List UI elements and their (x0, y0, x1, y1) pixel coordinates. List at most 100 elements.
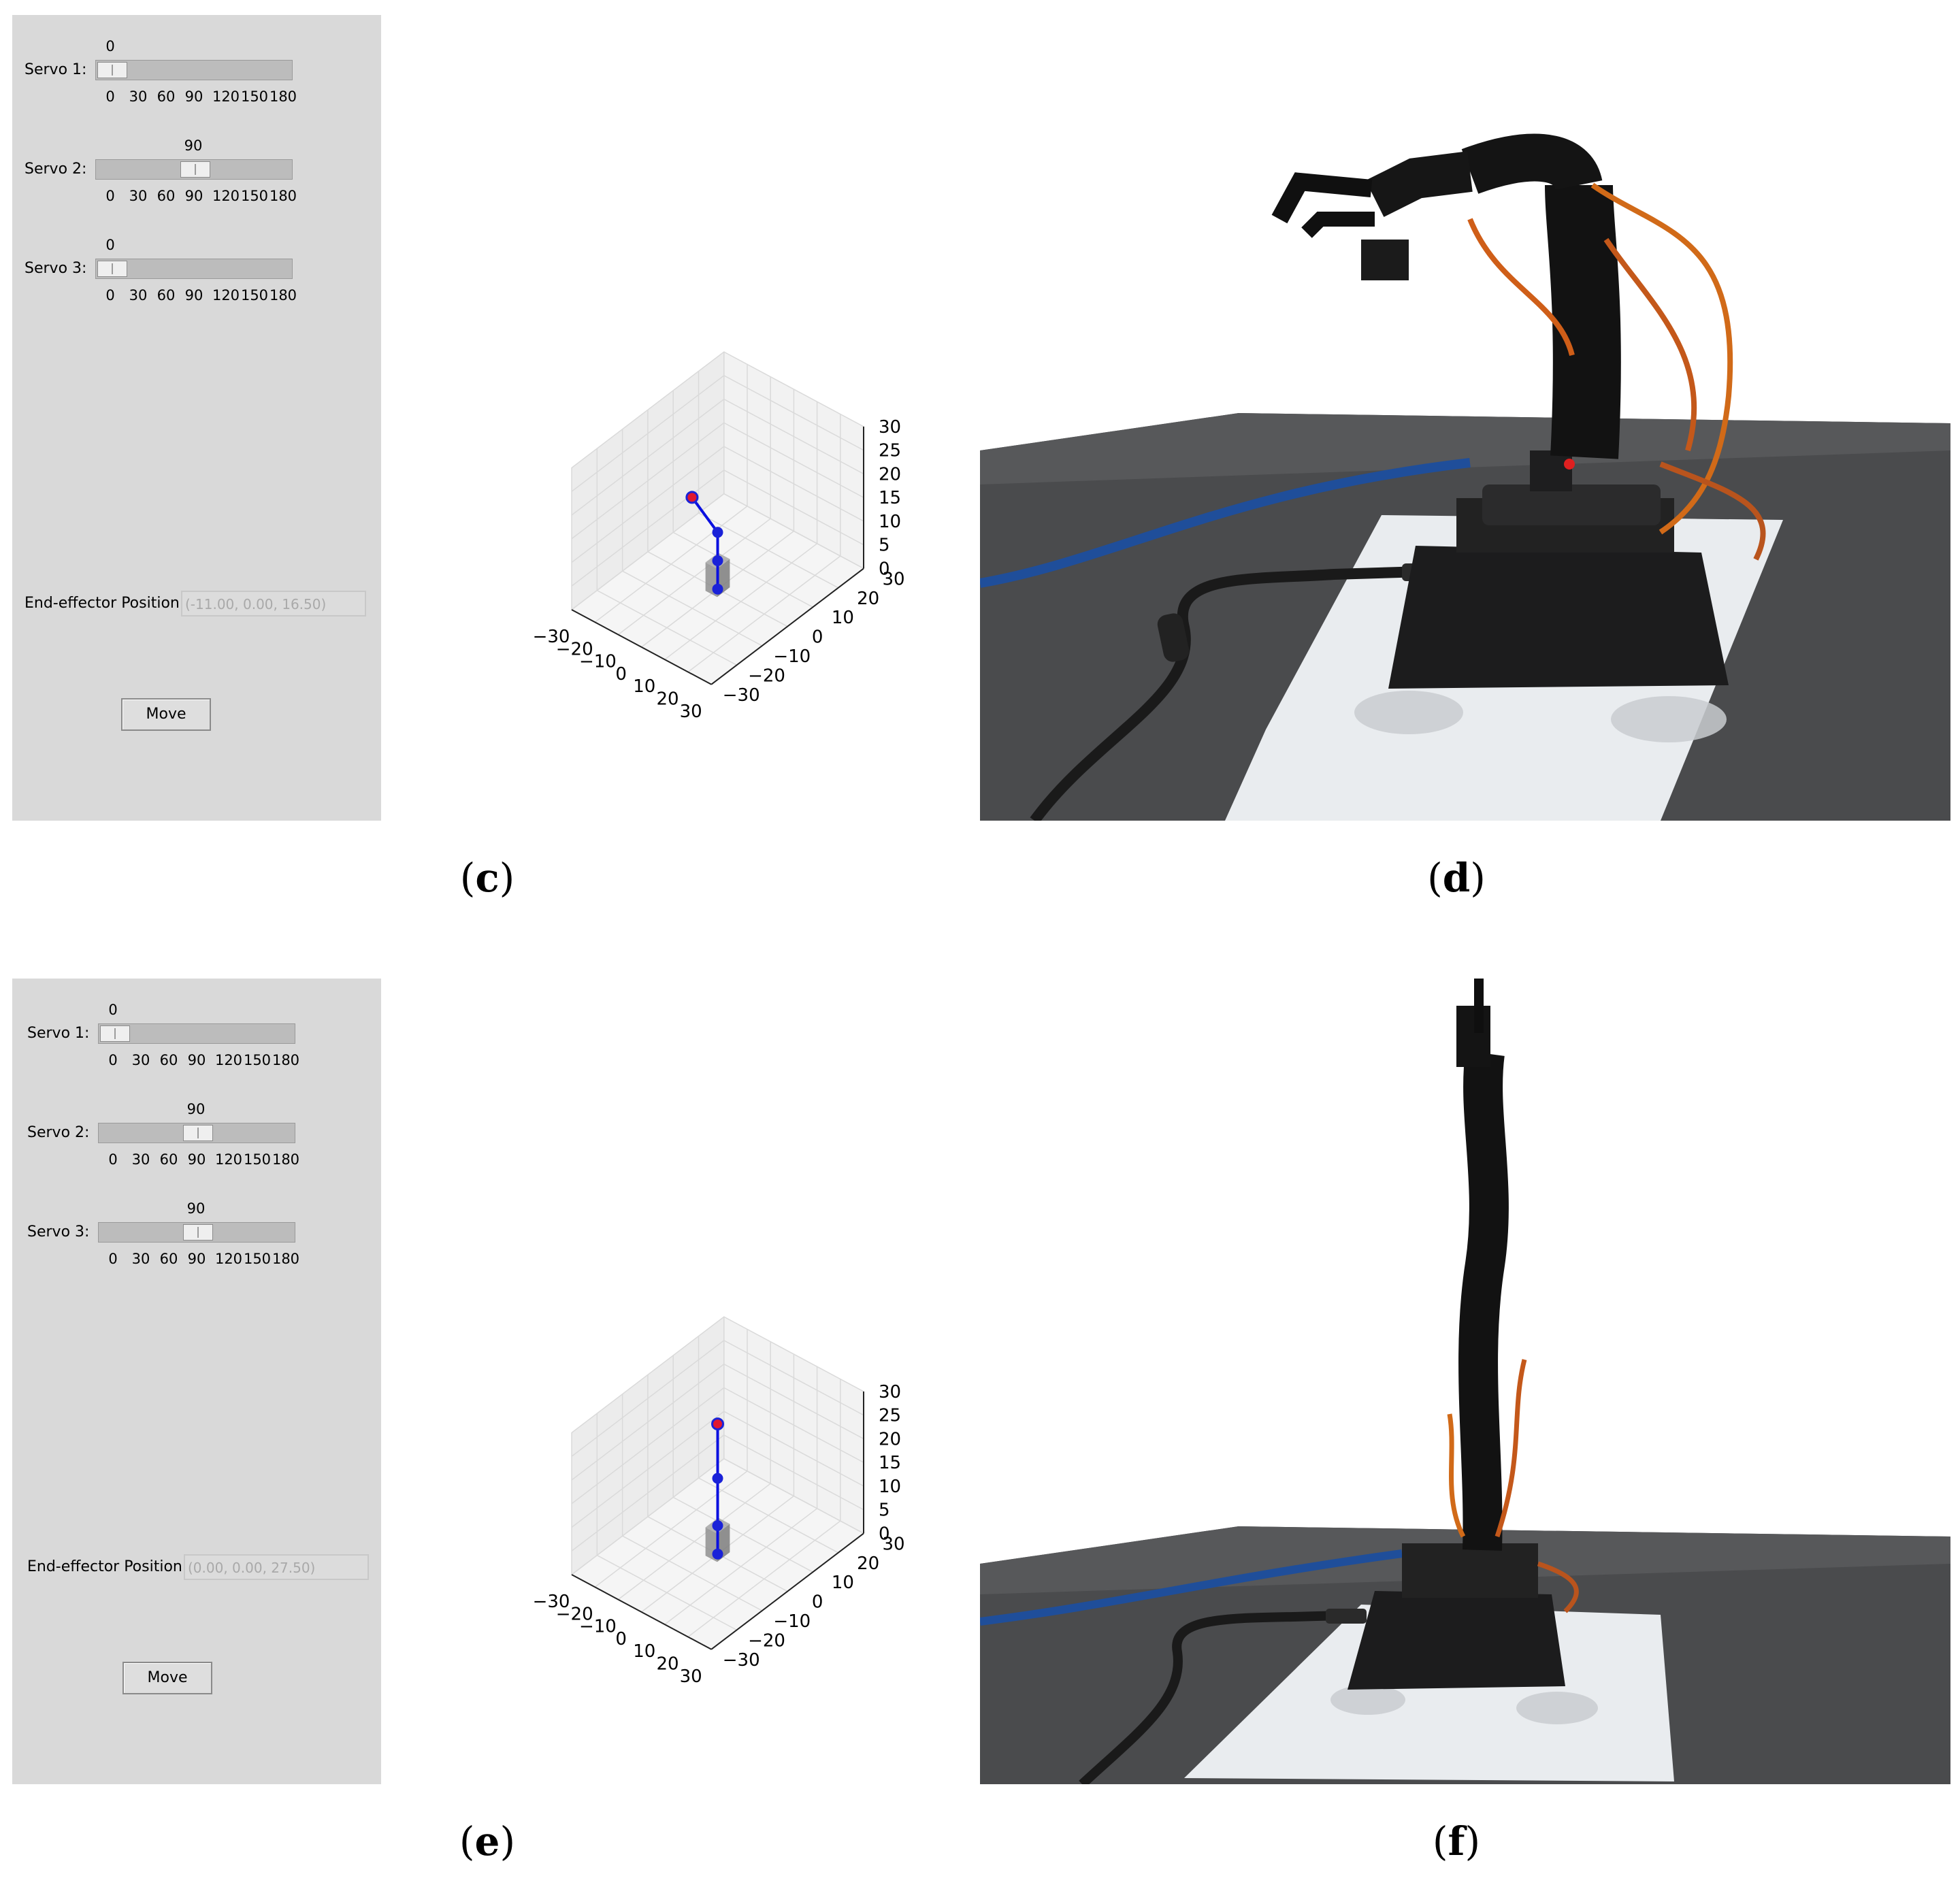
z-tick-label: 15 (879, 1453, 901, 1473)
x-axis-line (571, 1574, 712, 1650)
x-tick-label: 10 (633, 676, 655, 697)
z-tick-label: 0 (879, 559, 890, 579)
grid-line (571, 1387, 725, 1505)
grid-line (723, 1316, 864, 1392)
grid-line (698, 512, 839, 589)
caption-f: (f) (1432, 1818, 1481, 1865)
end-effector-point (685, 491, 699, 504)
x-tick-label: 20 (656, 689, 679, 710)
tick-label: 180 (272, 1052, 300, 1068)
servo-2-slider-thumb[interactable] (183, 1125, 213, 1141)
servo-3-slider[interactable] (98, 1222, 295, 1243)
servo-2-value: 90 (186, 1101, 206, 1117)
tick-label: 60 (157, 88, 176, 105)
servo-2-slider-row: 90 Servo 2: 0 30 60 90 120 150 180 (12, 1078, 381, 1187)
servo-3-slider[interactable] (95, 259, 293, 279)
tick-label: 180 (269, 188, 297, 204)
tick-label: 90 (184, 88, 203, 105)
control-panel-2: 0 Servo 1: 0 30 60 90 120 150 180 90 Ser… (12, 979, 381, 1784)
servo-1-slider-thumb[interactable] (100, 1025, 130, 1042)
end-effector-position-field[interactable]: (-11.00, 0.00, 16.50) (181, 591, 366, 617)
grid-line (571, 351, 725, 469)
x-axis-line (571, 609, 712, 685)
arm-upper-link (1461, 133, 1603, 194)
y-axis-line (710, 568, 864, 685)
servo-1-slider-row: 0 Servo 1: 0 30 60 90 120 150 180 (12, 15, 381, 124)
servo-1-slider[interactable] (98, 1023, 295, 1044)
joint-point (712, 1473, 723, 1484)
z-tick-label: 20 (879, 1429, 901, 1449)
servo-1-slider-thumb[interactable] (97, 62, 127, 78)
y-tick-label: −10 (773, 1611, 811, 1632)
end-effector-label: End-effector Position: (27, 1558, 188, 1575)
tick-label: 30 (129, 88, 148, 105)
tick-label: 0 (105, 88, 115, 105)
y-tick-label: 0 (812, 1592, 823, 1613)
tick-label: 180 (272, 1251, 300, 1267)
z-tick-label: 30 (879, 417, 901, 438)
servo-2-slider-thumb[interactable] (180, 161, 210, 178)
servo-3-slider-row: 0 Servo 3: 0 30 60 90 120 150 180 (12, 214, 381, 323)
tick-label: 30 (131, 1052, 150, 1068)
servo-3-tick-labels: 0 30 60 90 120 150 180 (12, 1251, 381, 1271)
tick-label: 150 (243, 1151, 272, 1168)
x-tick-label: 10 (633, 1641, 655, 1662)
grid-line (571, 1316, 725, 1434)
usb-cable (980, 1549, 1403, 1626)
tick-label: 0 (108, 1151, 118, 1168)
y-tick-label: −10 (773, 646, 811, 667)
tick-label: 150 (240, 188, 269, 204)
tick-label: 120 (212, 188, 240, 204)
end-effector-position-field[interactable]: (0.00, 0.00, 27.50) (184, 1554, 369, 1580)
tick-label: 150 (240, 287, 269, 303)
caption-c: (c) (459, 855, 515, 901)
robot-arm-photo-upright (980, 979, 1950, 1784)
caption-c-letter: c (475, 855, 500, 901)
servo-1-tick-labels: 0 30 60 90 120 150 180 (12, 1052, 381, 1072)
servo-1-slider[interactable] (95, 60, 293, 80)
plot-group: −30−20−100102030−30−20−10010203005101520… (533, 351, 905, 722)
tick-label: 60 (159, 1052, 178, 1068)
servo-2-slider[interactable] (98, 1123, 295, 1143)
tick-label: 120 (214, 1151, 243, 1168)
tick-label: 120 (214, 1052, 243, 1068)
grid-line (723, 398, 864, 475)
grid-line (571, 1458, 725, 1575)
tick-label: 30 (129, 188, 148, 204)
servo-2-slider[interactable] (95, 159, 293, 180)
tick-label: 150 (240, 88, 269, 105)
x-tick-label: −10 (579, 652, 617, 672)
gripper-jaw-top (1271, 172, 1373, 224)
z-tick-label: 25 (879, 441, 901, 461)
y-tick-label: 30 (882, 569, 904, 589)
grid-line (571, 446, 725, 563)
servo-1-label: Servo 1: (27, 1025, 90, 1042)
tick-label: 180 (269, 88, 297, 105)
tick-label: 150 (243, 1251, 272, 1267)
joint-point (712, 555, 723, 566)
grid-line (571, 493, 725, 610)
move-button[interactable]: Move (122, 1662, 212, 1694)
servo-2-tick-labels: 0 30 60 90 120 150 180 (12, 1151, 381, 1172)
grid-line (723, 375, 864, 451)
grid-line (723, 1387, 864, 1463)
grid-line (571, 1340, 725, 1457)
caption-e: (e) (459, 1818, 516, 1865)
tick-label: 60 (157, 287, 176, 303)
servo-2-slider-row: 90 Servo 2: 0 30 60 90 120 150 180 (12, 114, 381, 223)
x-tick-label: 30 (680, 1666, 702, 1687)
y-tick-label: 20 (857, 1554, 879, 1574)
z-tick-label: 20 (879, 464, 901, 484)
move-button[interactable]: Move (121, 698, 211, 731)
servo-1-label: Servo 1: (24, 61, 87, 78)
servo-3-value: 0 (105, 237, 115, 253)
grid-line (571, 1364, 725, 1481)
base-board (1388, 546, 1729, 689)
z-tick-label: 10 (879, 512, 901, 532)
servo-3-slider-thumb[interactable] (183, 1224, 213, 1241)
servo-3-slider-thumb[interactable] (97, 261, 127, 277)
tick-label: 90 (184, 287, 203, 303)
tick-label: 60 (159, 1251, 178, 1267)
x-tick-label: 0 (615, 1629, 627, 1649)
y-tick-label: −20 (748, 1630, 785, 1651)
